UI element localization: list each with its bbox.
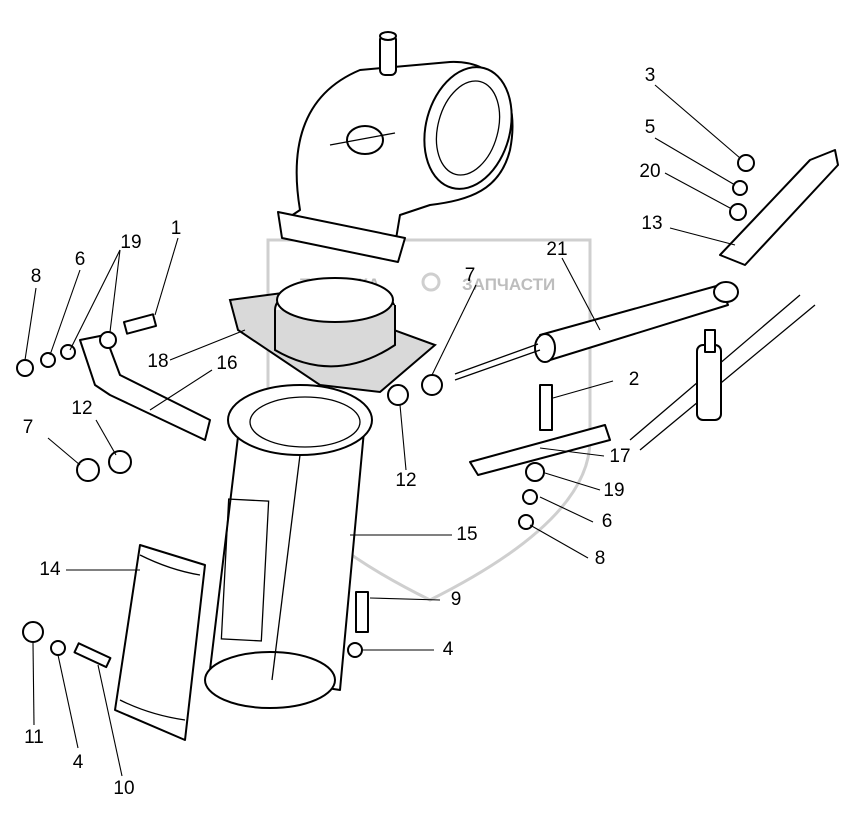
bracket xyxy=(79,334,211,441)
watermark-right-text: ЗАПЧАСТИ xyxy=(462,275,555,294)
gear-icon xyxy=(421,272,441,292)
callout-14: 14 xyxy=(39,559,61,580)
callout-2: 2 xyxy=(629,369,640,390)
spout-tube xyxy=(204,384,373,709)
callout-4a: 4 xyxy=(443,639,454,660)
callout-9: 9 xyxy=(451,589,462,610)
cover-plate xyxy=(114,544,206,741)
callout-6a: 6 xyxy=(75,249,86,270)
callout-19a: 19 xyxy=(120,232,141,253)
callout-6b: 6 xyxy=(602,511,613,532)
callout-17: 17 xyxy=(609,446,630,467)
hydraulic-cylinder xyxy=(454,281,739,381)
callout-18: 18 xyxy=(147,351,168,372)
callout-15: 15 xyxy=(456,524,477,545)
callout-12b: 12 xyxy=(395,470,416,491)
callout-20: 20 xyxy=(639,161,660,182)
leader-lines xyxy=(24,84,741,777)
callout-1: 1 xyxy=(171,218,182,239)
callout-11: 11 xyxy=(24,727,44,748)
callout-3: 3 xyxy=(645,65,656,86)
callout-16: 16 xyxy=(216,353,237,374)
callout-7b: 7 xyxy=(23,417,34,438)
callout-12a: 12 xyxy=(71,398,92,419)
callout-10: 10 xyxy=(113,778,134,799)
callout-7a: 7 xyxy=(465,265,476,286)
mounting-base xyxy=(228,277,437,394)
callout-labels: 1 2 3 4 4 5 6 6 7 7 8 8 9 10 11 12 12 13… xyxy=(23,65,663,799)
callout-19b: 19 xyxy=(603,480,624,501)
frame-rail xyxy=(629,294,816,451)
callout-21: 21 xyxy=(546,239,567,260)
callout-8a: 8 xyxy=(31,266,42,287)
callout-4b: 4 xyxy=(73,752,84,773)
strap xyxy=(719,149,839,266)
spout-elbow xyxy=(277,31,514,263)
callout-8b: 8 xyxy=(595,548,606,569)
callout-5: 5 xyxy=(645,117,656,138)
strap-lower xyxy=(469,424,611,476)
callout-13: 13 xyxy=(641,213,662,234)
